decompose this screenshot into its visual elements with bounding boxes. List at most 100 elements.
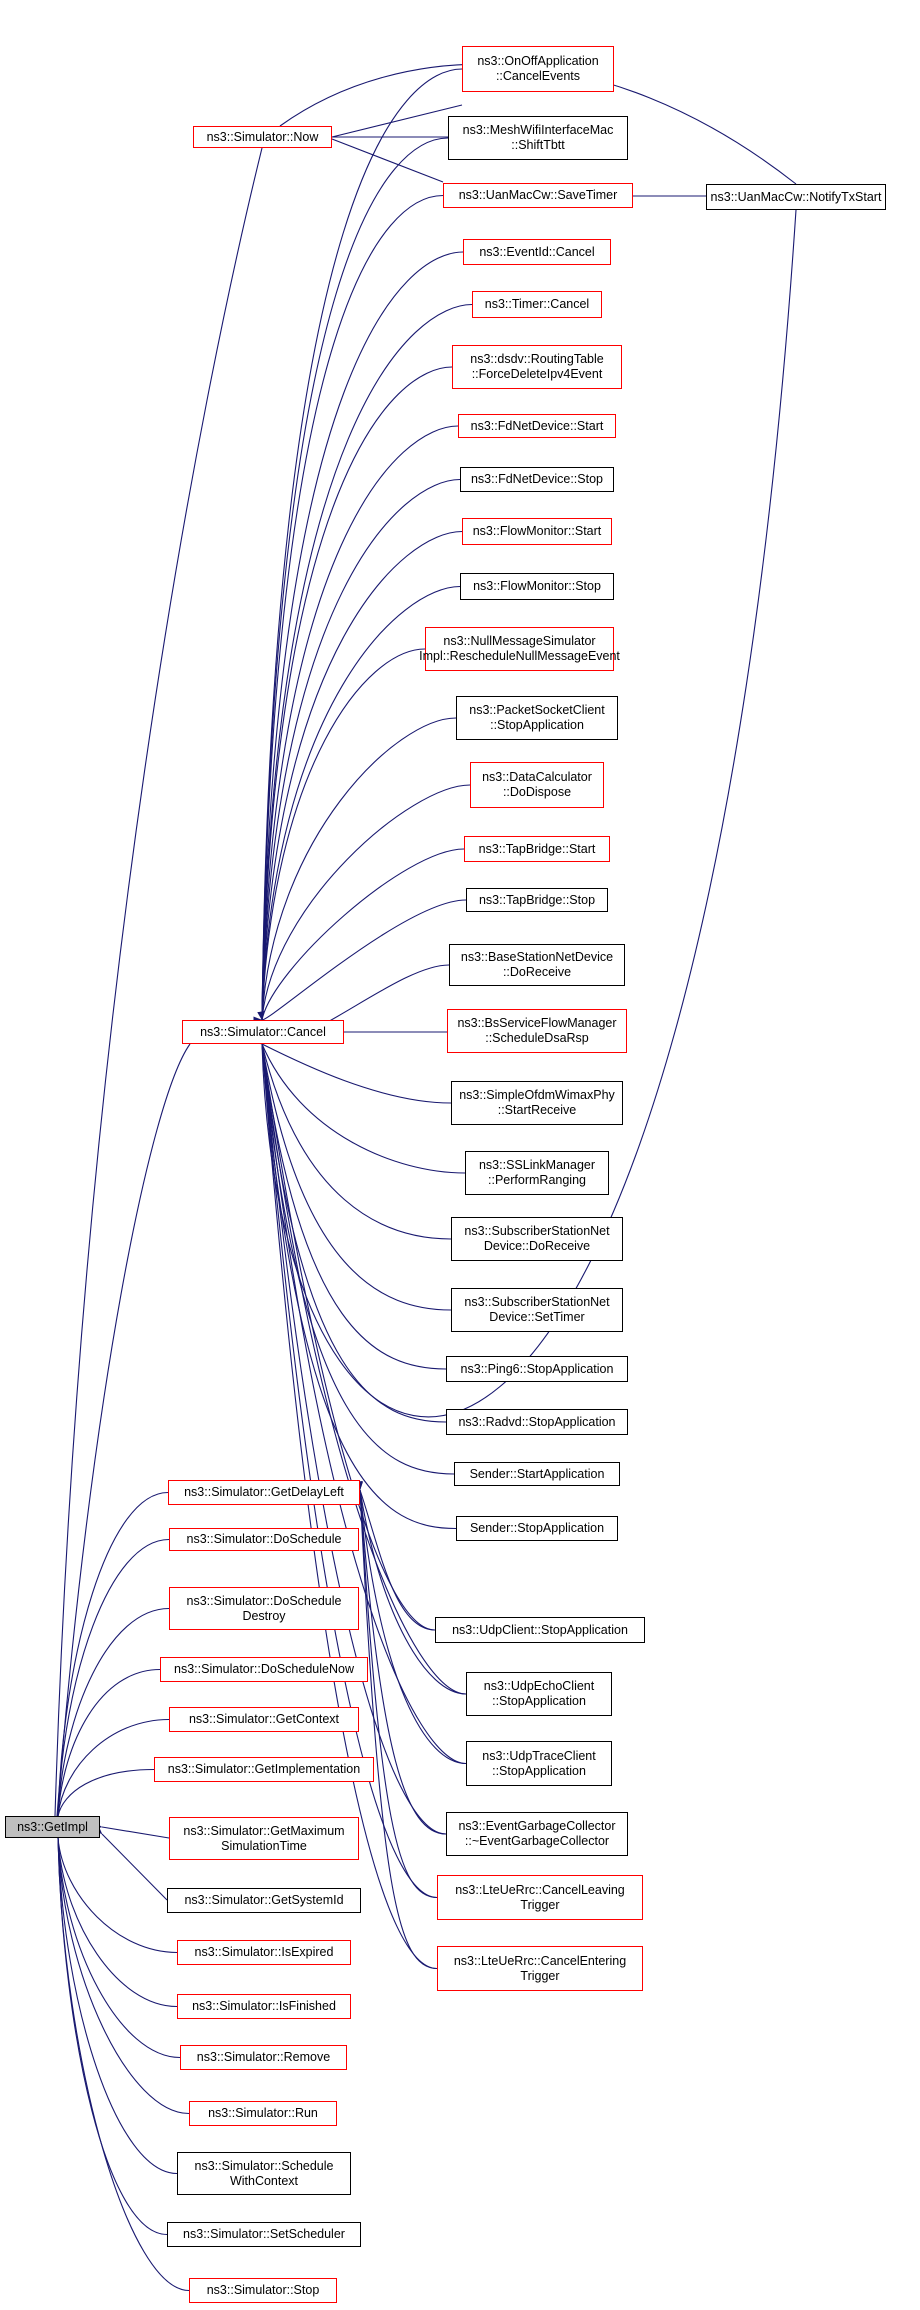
node-label: ::PerformRanging (488, 1173, 586, 1187)
node-label: ns3::Timer::Cancel (484, 297, 590, 311)
node-stop[interactable]: ns3::Simulator::Stop (189, 2278, 337, 2303)
edge-cancel-simpleofdm (252, 1037, 452, 1104)
node-label: ::DoReceive (502, 965, 572, 979)
node-bsservice[interactable]: ns3::BsServiceFlowManager::ScheduleDsaRs… (447, 1009, 627, 1053)
node-label: ::ScheduleDsaRsp (485, 1031, 589, 1045)
node-label: ns3::Simulator::DoSchedule (186, 1593, 342, 1608)
node-udpecho[interactable]: ns3::UdpEchoClient::StopApplication (466, 1672, 612, 1716)
node-isfinished[interactable]: ns3::Simulator::IsFinished (177, 1994, 351, 2019)
node-label: ns3::Simulator::Stop (206, 2283, 320, 2297)
edge-cancel-subsettimer (257, 1035, 452, 1311)
node-label: Sender::StopApplication (469, 1521, 605, 1535)
node-label: ns3::TapBridge::Start (478, 841, 596, 856)
node-label: ns3::EventId::Cancel (479, 244, 595, 259)
node-label: ns3::Simulator::GetImplementation (167, 1762, 361, 1776)
node-fdstart[interactable]: ns3::FdNetDevice::Start (458, 414, 616, 438)
edge-getimpl-setscheduler (54, 1829, 168, 2236)
edge-cancel-fdstart (258, 425, 459, 1029)
edge-getimpl-getcontext (53, 1718, 170, 1825)
node-doschedule[interactable]: ns3::Simulator::DoSchedule (169, 1528, 359, 1551)
node-run[interactable]: ns3::Simulator::Run (189, 2101, 337, 2126)
edge-getimpl-doscheduledestroy (54, 1607, 170, 1825)
node-getdelayleft[interactable]: ns3::Simulator::GetDelayLeft (168, 1480, 360, 1505)
node-isexpired[interactable]: ns3::Simulator::IsExpired (177, 1940, 351, 1965)
node-label: ns3::Simulator::DoSchedule (186, 1532, 342, 1546)
node-eventidcancel[interactable]: ns3::EventId::Cancel (463, 239, 611, 265)
node-label: Destroy (242, 1608, 286, 1623)
node-getsystemid[interactable]: ns3::Simulator::GetSystemId (167, 1888, 361, 1913)
edge-cancel-eventidcancel (258, 251, 464, 1029)
edge-getdelayleft-ltecancelentering (356, 1481, 438, 1970)
node-label: ns3::SimpleOfdmWimaxPhy (459, 1088, 615, 1102)
edge-cancel-flowstart (258, 530, 463, 1029)
node-label: ns3::dsdv::RoutingTable (470, 352, 604, 366)
node-senderstop[interactable]: Sender::StopApplication (456, 1516, 618, 1541)
edge-cancel-subdoreceive (256, 1034, 452, 1240)
node-ping6[interactable]: ns3::Ping6::StopApplication (446, 1356, 628, 1382)
edge-now-uansavetimer (322, 132, 444, 183)
node-label: ::StartReceive (497, 1103, 577, 1117)
edge-getimpl-now (51, 147, 263, 1825)
node-label: ::StopApplication (490, 718, 584, 732)
node-getcontext[interactable]: ns3::Simulator::GetContext (169, 1707, 359, 1732)
node-packetsocket[interactable]: ns3::PacketSocketClient::StopApplication (456, 696, 618, 740)
edge-getdelayleft-ltecancelleaving (355, 1481, 438, 1899)
node-label: Impl::RescheduleNullMessageEvent (419, 649, 620, 663)
edge-cancel-udpecho (257, 1035, 467, 1695)
node-uannotify[interactable]: ns3::UanMacCw::NotifyTxStart (706, 184, 886, 210)
node-label: Device::DoReceive (483, 1239, 591, 1253)
node-fdstop[interactable]: ns3::FdNetDevice::Stop (460, 467, 614, 492)
node-uansavetimer[interactable]: ns3::UanMacCw::SaveTimer (443, 183, 633, 208)
node-label: ns3::Simulator::Cancel (200, 1024, 326, 1039)
node-doschedulenow[interactable]: ns3::Simulator::DoScheduleNow (160, 1657, 368, 1682)
edge-cancel-senderstop (257, 1035, 457, 1530)
node-now[interactable]: ns3::Simulator::Now (193, 126, 332, 148)
node-udpclient[interactable]: ns3::UdpClient::StopApplication (435, 1617, 645, 1643)
node-sslink[interactable]: ns3::SSLinkManager::PerformRanging (465, 1151, 609, 1195)
node-label: ns3::UdpEchoClient (483, 1679, 595, 1693)
node-setscheduler[interactable]: ns3::Simulator::SetScheduler (167, 2222, 361, 2247)
node-simpleofdm[interactable]: ns3::SimpleOfdmWimaxPhy::StartReceive (451, 1081, 623, 1125)
node-label: ns3::FlowMonitor::Stop (473, 579, 601, 593)
node-cancel[interactable]: ns3::Simulator::Cancel (182, 1020, 344, 1044)
node-udptrace[interactable]: ns3::UdpTraceClient::StopApplication (466, 1741, 612, 1786)
node-flowstop[interactable]: ns3::FlowMonitor::Stop (460, 573, 614, 600)
node-label: ns3::Simulator::GetMaximum (183, 1823, 345, 1838)
node-basestation[interactable]: ns3::BaseStationNetDevice::DoReceive (449, 944, 625, 986)
edge-cancel-uansavetimer (258, 194, 444, 1029)
node-dsdvforcedelete[interactable]: ns3::dsdv::RoutingTable::ForceDeleteIpv4… (452, 345, 622, 389)
node-label: ns3::Ping6::StopApplication (460, 1361, 614, 1376)
node-timercancel[interactable]: ns3::Timer::Cancel (472, 291, 602, 318)
node-label: ns3::EventGarbageCollector (458, 1819, 616, 1833)
node-label: Trigger (520, 1897, 560, 1912)
node-tapstop[interactable]: ns3::TapBridge::Stop (466, 888, 608, 912)
node-label: ns3::Radvd::StopApplication (458, 1414, 616, 1429)
node-tapstart[interactable]: ns3::TapBridge::Start (464, 836, 610, 862)
edge-cancel-uannotify (258, 209, 797, 1418)
node-radvd[interactable]: ns3::Radvd::StopApplication (446, 1409, 628, 1435)
edge-now-onoffcancel (322, 104, 463, 143)
node-label: Trigger (520, 1968, 560, 1983)
edge-getimpl-run (54, 1829, 190, 2115)
node-senderstart[interactable]: Sender::StartApplication (454, 1462, 620, 1486)
node-datacalc[interactable]: ns3::DataCalculator::DoDispose (470, 762, 604, 808)
edge-getimpl-stop (54, 1829, 190, 2292)
node-label: ::DoDispose (502, 785, 572, 799)
node-onoffcancel[interactable]: ns3::OnOffApplication::CancelEvents (462, 46, 614, 92)
node-getimplementation[interactable]: ns3::Simulator::GetImplementation (154, 1757, 374, 1782)
node-flowstart[interactable]: ns3::FlowMonitor::Start (462, 518, 612, 545)
node-meshshift[interactable]: ns3::MeshWifiInterfaceMac::ShiftTbtt (448, 116, 628, 160)
node-remove[interactable]: ns3::Simulator::Remove (180, 2045, 347, 2070)
node-label: ns3::SubscriberStationNet (464, 1224, 610, 1238)
edge-cancel-ping6 (257, 1035, 447, 1370)
node-eventgc[interactable]: ns3::EventGarbageCollector::~EventGarbag… (446, 1812, 628, 1856)
